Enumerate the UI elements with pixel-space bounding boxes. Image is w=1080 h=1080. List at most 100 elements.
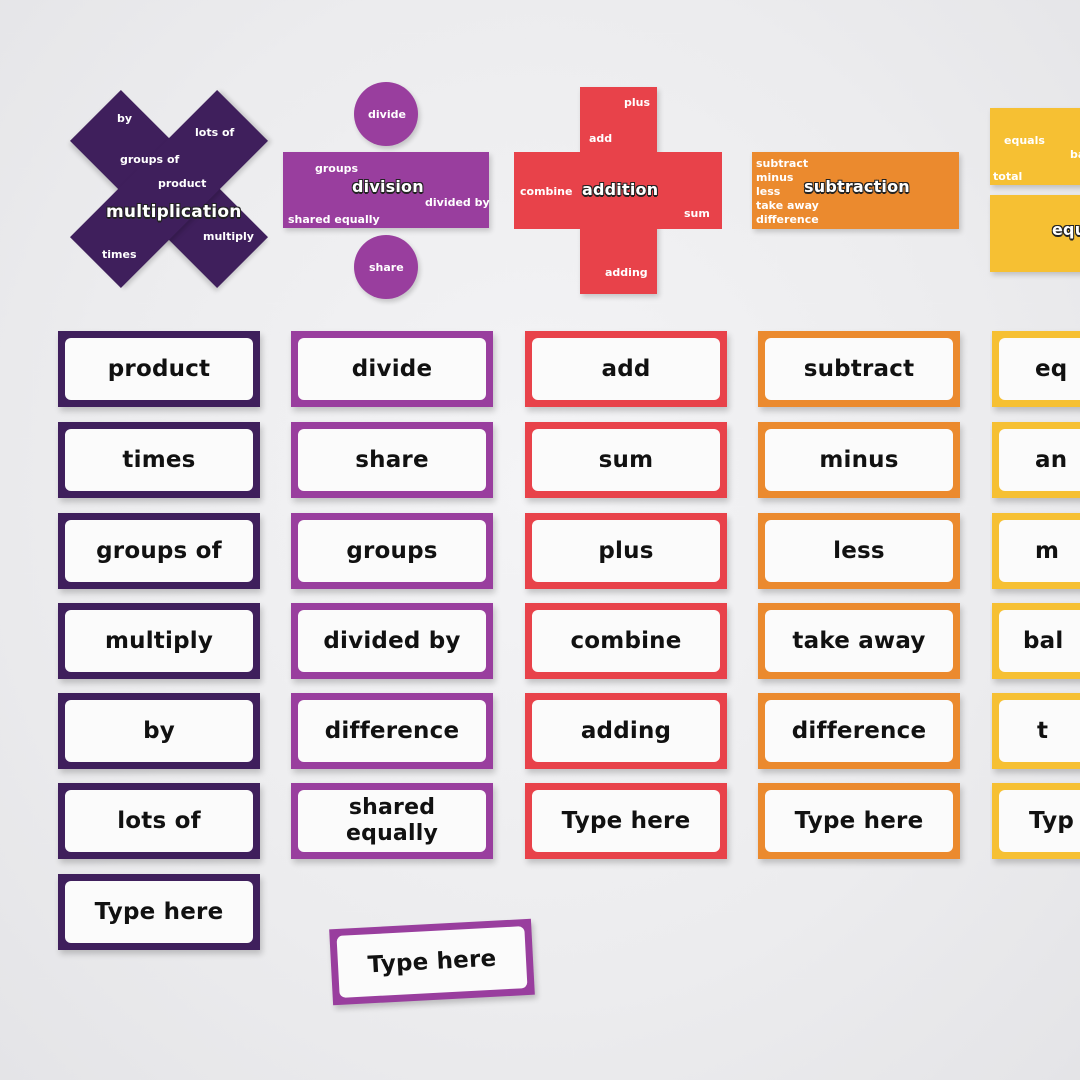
word-card-label[interactable]: Type here	[336, 926, 528, 998]
word-card-label: by	[65, 700, 253, 762]
word-card[interactable]: adding	[525, 693, 727, 769]
addition-word: add	[589, 132, 613, 145]
word-card-label: plus	[532, 520, 720, 582]
addition-word: combine	[520, 185, 573, 198]
word-card[interactable]: divide	[291, 331, 493, 407]
equals-word: ba	[1070, 148, 1080, 161]
word-card-editable[interactable]: Type here	[58, 874, 260, 950]
word-card-editable[interactable]: Type here	[525, 783, 727, 859]
word-card-label: multiply	[65, 610, 253, 672]
addition-word: adding	[605, 266, 648, 279]
equals-title: equ	[1052, 220, 1080, 239]
word-card-label: times	[65, 429, 253, 491]
word-card-label: shared equally	[298, 790, 486, 852]
word-card-label: an	[999, 429, 1080, 491]
word-card[interactable]: product	[58, 331, 260, 407]
word-card-label: combine	[532, 610, 720, 672]
word-card[interactable]: sum	[525, 422, 727, 498]
word-card[interactable]: groups	[291, 513, 493, 589]
word-card-editable[interactable]: Type here	[758, 783, 960, 859]
word-card-label: m	[999, 520, 1080, 582]
subtraction-title: subtraction	[804, 177, 910, 196]
word-card-label: sum	[532, 429, 720, 491]
word-card-label: subtract	[765, 338, 953, 400]
word-card-label: share	[298, 429, 486, 491]
division-sign-bottom-dot	[354, 235, 418, 299]
division-sign-top-dot	[354, 82, 418, 146]
word-card-label: difference	[298, 700, 486, 762]
word-card[interactable]: subtract	[758, 331, 960, 407]
word-card[interactable]: lots of	[58, 783, 260, 859]
word-card-label: groups of	[65, 520, 253, 582]
word-card-label[interactable]: Type here	[65, 881, 253, 943]
division-sign: divide groups division divided by shared…	[0, 0, 490, 299]
subtraction-sign-bar	[752, 152, 959, 229]
equals-sign: equals ba total equ	[0, 0, 1080, 272]
word-card[interactable]: difference	[758, 693, 960, 769]
word-card-label[interactable]: Type here	[532, 790, 720, 852]
word-card[interactable]: combine	[525, 603, 727, 679]
word-card-label: add	[532, 338, 720, 400]
loose-word-card[interactable]: Type here	[329, 918, 535, 1006]
word-card[interactable]: groups of	[58, 513, 260, 589]
subtraction-word: minus	[756, 171, 794, 184]
word-card[interactable]: share	[291, 422, 493, 498]
multiplication-word: product	[158, 177, 207, 190]
word-card-label: minus	[765, 429, 953, 491]
division-word: groups	[315, 162, 359, 175]
word-card[interactable]: bal	[992, 603, 1080, 679]
word-card[interactable]: m	[992, 513, 1080, 589]
word-card[interactable]: plus	[525, 513, 727, 589]
multiplication-word: groups of	[120, 153, 180, 166]
word-card[interactable]: minus	[758, 422, 960, 498]
word-card[interactable]: less	[758, 513, 960, 589]
division-title: division	[352, 177, 424, 196]
word-card-label: bal	[999, 610, 1080, 672]
word-card-label: divided by	[298, 610, 486, 672]
division-sign-bar	[283, 152, 489, 228]
word-card[interactable]: t	[992, 693, 1080, 769]
division-word: shared equally	[288, 213, 380, 226]
word-card-label: adding	[532, 700, 720, 762]
multiplication-title: multiplication	[106, 202, 242, 222]
multiplication-word: multiply	[203, 230, 254, 243]
word-card-label: divide	[298, 338, 486, 400]
word-card[interactable]: an	[992, 422, 1080, 498]
word-card[interactable]: shared equally	[291, 783, 493, 859]
subtraction-sign: subtract minus less take away difference…	[0, 0, 959, 229]
equals-word: total	[993, 170, 1023, 183]
word-card-label: lots of	[65, 790, 253, 852]
word-card-label: difference	[765, 700, 953, 762]
addition-sign-horizontal-bar	[514, 152, 722, 229]
multiplication-word: lots of	[195, 126, 235, 139]
word-card-label: take away	[765, 610, 953, 672]
word-card-label[interactable]: Type here	[765, 790, 953, 852]
word-card-label[interactable]: Typ	[999, 790, 1080, 852]
word-card-editable[interactable]: Typ	[992, 783, 1080, 859]
word-card-label: less	[765, 520, 953, 582]
word-card-label: groups	[298, 520, 486, 582]
word-card[interactable]: difference	[291, 693, 493, 769]
word-card[interactable]: multiply	[58, 603, 260, 679]
addition-sign: plus add combine addition sum adding	[0, 0, 722, 294]
word-card[interactable]: times	[58, 422, 260, 498]
multiplication-word: times	[102, 248, 137, 261]
addition-title: addition	[582, 180, 659, 199]
word-card-label: product	[65, 338, 253, 400]
word-card[interactable]: add	[525, 331, 727, 407]
word-card[interactable]: by	[58, 693, 260, 769]
word-card[interactable]: divided by	[291, 603, 493, 679]
division-word: share	[369, 261, 404, 274]
word-card[interactable]: take away	[758, 603, 960, 679]
equals-card-column: eq an m bal t Typ	[990, 320, 1080, 880]
word-card-label: eq	[999, 338, 1080, 400]
multiplication-sign: by lots of groups of product multiplicat…	[0, 0, 268, 288]
division-word: divided by	[425, 196, 490, 209]
subtraction-word: difference	[756, 213, 819, 226]
subtraction-word: subtract	[756, 157, 809, 170]
subtraction-word: take away	[756, 199, 819, 212]
word-card-label: t	[999, 700, 1080, 762]
addition-word: plus	[624, 96, 651, 109]
word-card[interactable]: eq	[992, 331, 1080, 407]
equals-sign-bottom-bar	[990, 195, 1080, 272]
